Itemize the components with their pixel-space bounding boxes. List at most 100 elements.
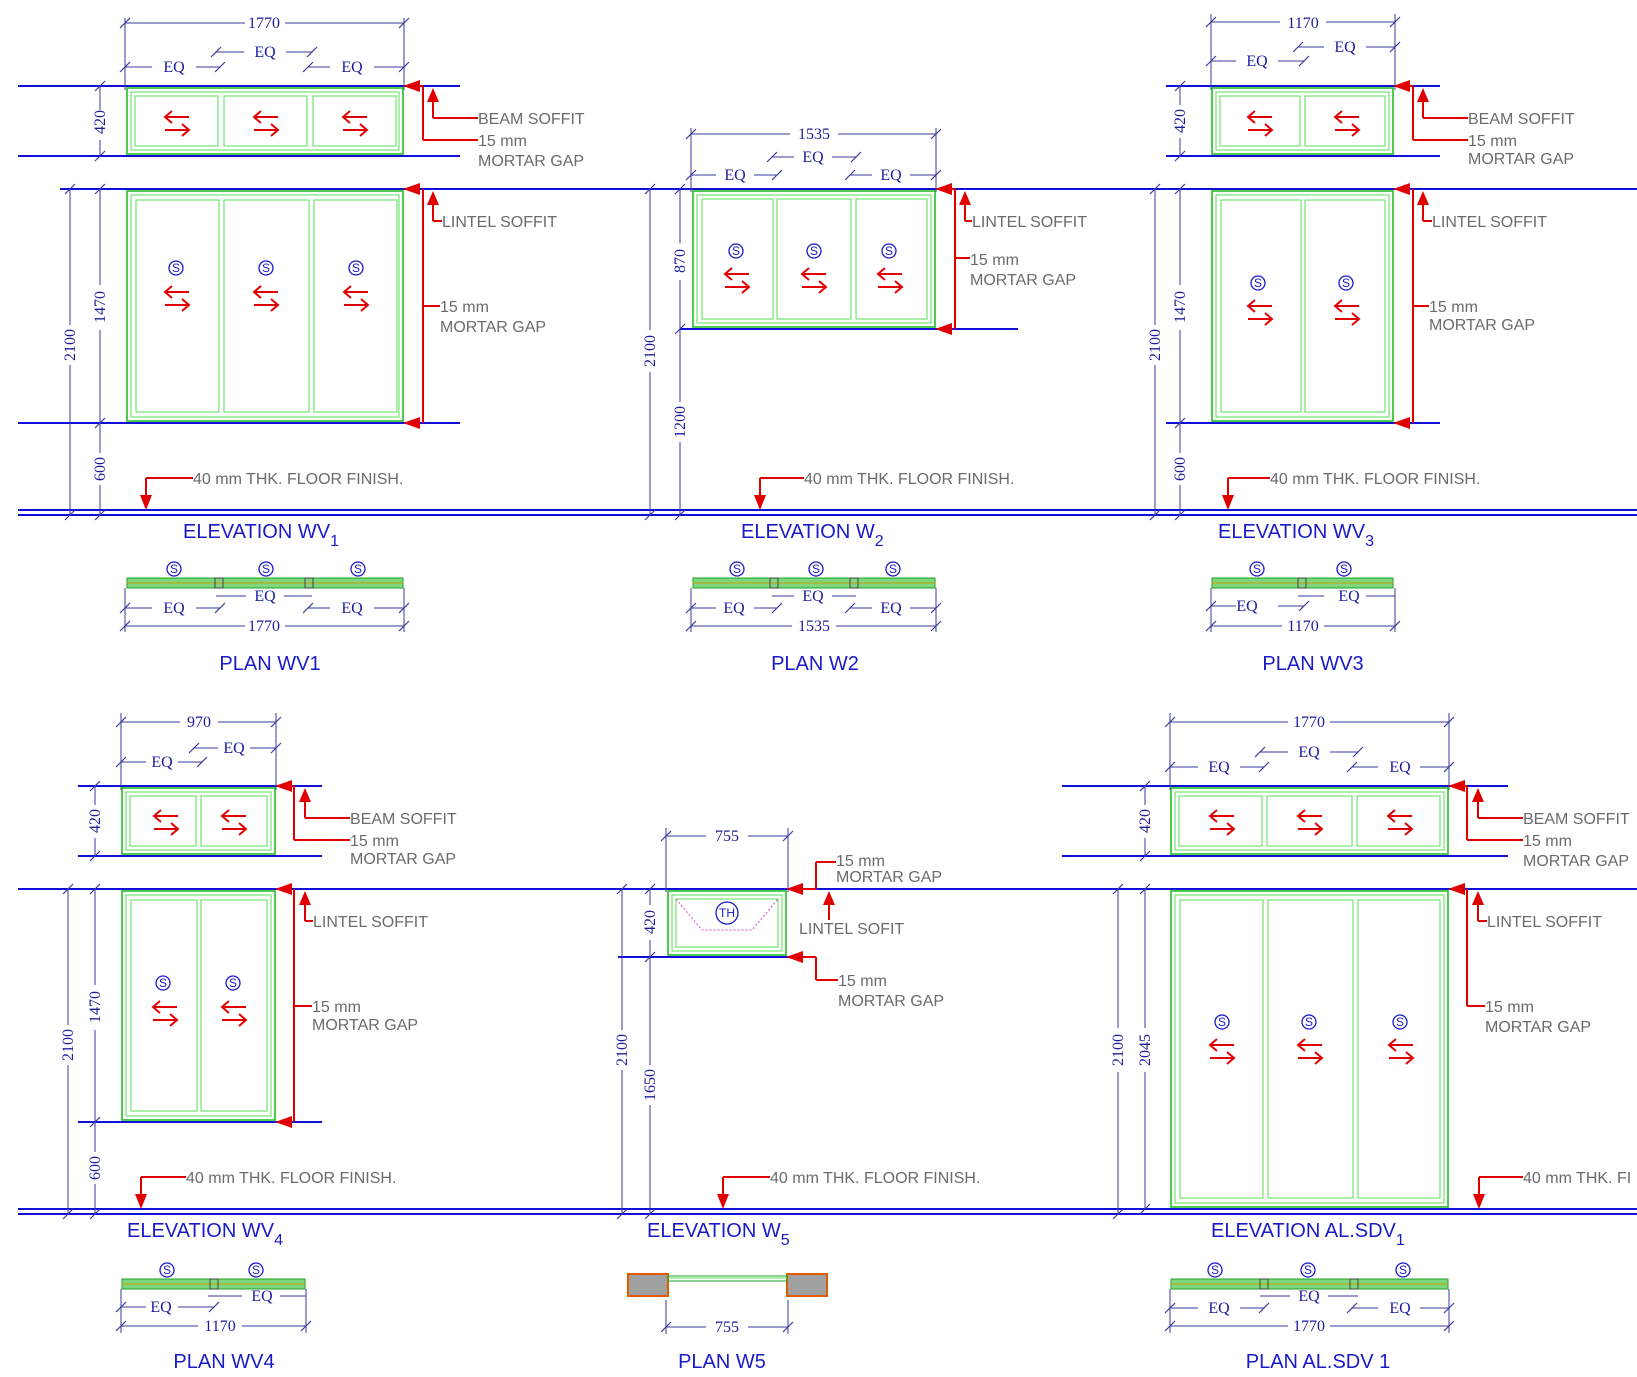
sliding-symbol-icon: S xyxy=(159,1262,175,1278)
dim-wv4-total-height: 2100 xyxy=(60,1029,77,1061)
sliding-symbol-icon: S xyxy=(1300,1262,1316,1278)
svg-text:S: S xyxy=(1342,276,1350,290)
callout-15mm: 15 mm xyxy=(838,973,887,990)
sliding-symbol-icon: S xyxy=(1336,561,1352,577)
dim-eq: EQ xyxy=(1334,39,1356,56)
callout-15mm: 15 mm xyxy=(1468,133,1517,150)
sliding-symbol-icon: S xyxy=(258,561,274,577)
sliding-symbol-icon: S xyxy=(155,975,171,991)
title-plan-al-sdv1: PLAN AL.SDV 1 xyxy=(1246,1351,1391,1373)
callout-floor-finish-cut: 40 mm THK. FI xyxy=(1523,1170,1631,1187)
dim-wv3-total-height: 2100 xyxy=(1147,329,1164,361)
title-elevation-w2: ELEVATION W2 xyxy=(741,521,884,550)
svg-text:S: S xyxy=(1340,562,1348,576)
sliding-symbol-icon: S xyxy=(806,243,822,259)
dim-eq: EQ xyxy=(163,600,185,617)
title-elevation-al-sdv1: ELEVATION AL.SDV1 xyxy=(1211,1220,1405,1249)
elevation-w5: 755 420 2100 1650 TH 15 mm MORTAR GAP LI… xyxy=(614,828,980,1249)
dim-w2-total-height: 2100 xyxy=(642,335,659,367)
plan-w2: S S S EQ EQ EQ 1535 PLAN W2 xyxy=(685,561,942,675)
dim-sdv1-total-height: 2100 xyxy=(1110,1034,1127,1066)
sliding-symbol-icon: S xyxy=(1395,1262,1411,1278)
title-plan-wv3: PLAN WV3 xyxy=(1262,653,1363,675)
title-elevation-w5: ELEVATION W5 xyxy=(647,1220,790,1249)
callout-lintel-soffit: LINTEL SOFFIT xyxy=(1487,914,1602,931)
callout-15mm: 15 mm xyxy=(478,133,527,150)
svg-text:S: S xyxy=(885,244,893,258)
dim-eq: EQ xyxy=(880,167,902,184)
dim-wv4-window-height: 1470 xyxy=(87,991,104,1023)
dim-w2-width: 1535 xyxy=(798,126,830,143)
dim-eq: EQ xyxy=(341,600,363,617)
sliding-symbol-icon: S xyxy=(881,243,897,259)
dim-eq: EQ xyxy=(150,1299,172,1316)
dim-w2-sill-height: 1200 xyxy=(672,406,689,438)
sliding-symbol-icon: S xyxy=(168,260,184,276)
dim-wv4-vent-height: 420 xyxy=(87,809,104,833)
svg-text:S: S xyxy=(1218,1015,1226,1029)
sliding-symbol-icon: S xyxy=(729,561,745,577)
elevation-wv4: 970 EQ EQ 420 1470 2100 600 S S xyxy=(60,713,457,1249)
dim-eq: EQ xyxy=(1246,53,1268,70)
svg-text:S: S xyxy=(229,976,237,990)
elevation-al-sdv1: 1770 EQ EQ EQ 420 2045 2100 S S S xyxy=(1110,713,1631,1249)
title-plan-wv1: PLAN WV1 xyxy=(219,653,320,675)
title-plan-wv4: PLAN WV4 xyxy=(173,1351,274,1373)
callout-15mm: 15 mm xyxy=(1523,833,1572,850)
dim-wv1-sill-height: 600 xyxy=(92,457,109,481)
dim-wv3-window-height: 1470 xyxy=(1172,291,1189,323)
svg-text:S: S xyxy=(354,562,362,576)
dim-eq: EQ xyxy=(251,1288,273,1305)
dim-eq: EQ xyxy=(163,59,185,76)
callout-floor-finish: 40 mm THK. FLOOR FINISH. xyxy=(193,471,403,488)
svg-text:S: S xyxy=(252,1263,260,1277)
dim-wv1-total-height: 2100 xyxy=(62,329,79,361)
callout-mortar-gap: MORTAR GAP xyxy=(478,153,584,170)
callout-lintel-soffit: LINTEL SOFFIT xyxy=(313,914,428,931)
callout-15mm: 15 mm xyxy=(350,833,399,850)
svg-text:S: S xyxy=(1211,1263,1219,1277)
svg-text:S: S xyxy=(733,562,741,576)
dim-w5-sill-height: 1650 xyxy=(642,1069,659,1101)
dim-eq: EQ xyxy=(1389,759,1411,776)
dim-eq: EQ xyxy=(802,149,824,166)
svg-text:S: S xyxy=(170,562,178,576)
svg-text:S: S xyxy=(262,261,270,275)
callout-floor-finish: 40 mm THK. FLOOR FINISH. xyxy=(1270,471,1480,488)
plan-wv4: S S EQ EQ 1170 PLAN WV4 xyxy=(115,1262,312,1373)
callout-mortar-gap: MORTAR GAP xyxy=(1429,317,1535,334)
svg-text:S: S xyxy=(172,261,180,275)
dim-sdv1-width: 1770 xyxy=(1293,714,1325,731)
row1-walls xyxy=(18,85,1637,516)
sliding-symbol-icon: S xyxy=(1301,1014,1317,1030)
callout-lintel-soffit: LINTEL SOFFIT xyxy=(972,214,1087,231)
svg-text:S: S xyxy=(732,244,740,258)
sliding-symbol-icon: S xyxy=(350,561,366,577)
svg-text:S: S xyxy=(812,562,820,576)
dim-eq: EQ xyxy=(1389,1300,1411,1317)
dim-eq: EQ xyxy=(880,600,902,617)
plan-wv3: S S EQ EQ 1170 PLAN WV3 xyxy=(1205,561,1401,675)
sliding-symbol-icon: S xyxy=(258,260,274,276)
title-elevation-wv3: ELEVATION WV3 xyxy=(1218,521,1374,550)
dim-w2-window-height: 870 xyxy=(672,249,689,273)
dim-w5-width: 755 xyxy=(715,828,739,845)
dim-w5-window-height: 420 xyxy=(642,910,659,934)
callout-floor-finish: 40 mm THK. FLOOR FINISH. xyxy=(770,1170,980,1187)
dim-eq: EQ xyxy=(223,740,245,757)
plan-wv1: S S S EQ EQ EQ 1770 PLAN WV1 xyxy=(119,561,410,675)
svg-text:S: S xyxy=(810,244,818,258)
dim-eq: EQ xyxy=(151,754,173,771)
svg-text:S: S xyxy=(1253,562,1261,576)
callout-mortar-gap: MORTAR GAP xyxy=(1485,1019,1591,1036)
dim-w5-total-height: 2100 xyxy=(614,1034,631,1066)
dim-w5-plan-width: 755 xyxy=(715,1319,739,1336)
dim-eq: EQ xyxy=(1236,598,1258,615)
dim-wv3-sill-height: 600 xyxy=(1172,457,1189,481)
dim-wv4-sill-height: 600 xyxy=(87,1156,104,1180)
dim-w2-plan-width: 1535 xyxy=(798,618,830,635)
svg-text:S: S xyxy=(352,261,360,275)
callout-mortar-gap: MORTAR GAP xyxy=(1468,151,1574,168)
callout-mortar-gap: MORTAR GAP xyxy=(836,869,942,886)
dim-eq: EQ xyxy=(254,44,276,61)
